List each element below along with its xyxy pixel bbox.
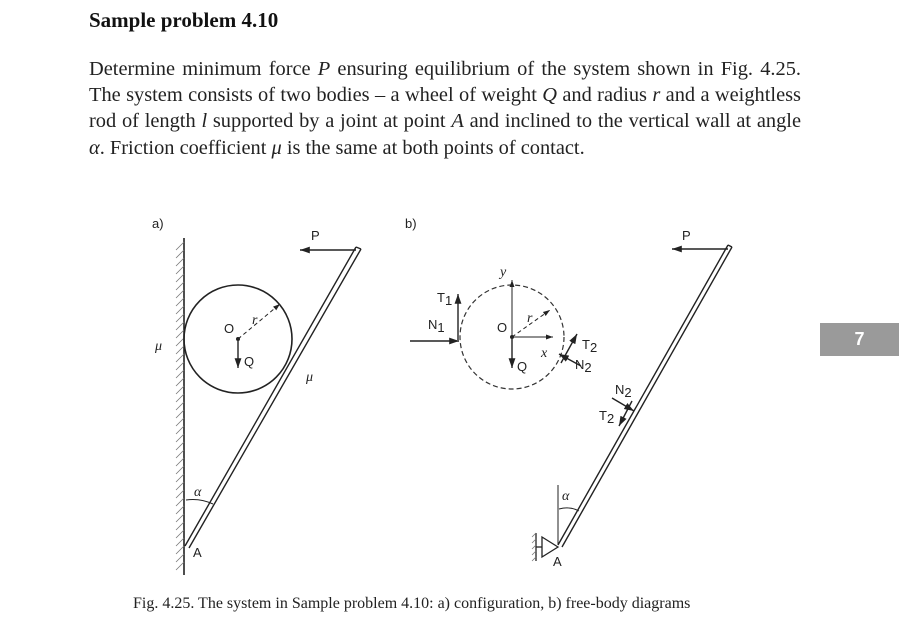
radius-label-b: r (527, 311, 533, 326)
n2-wheel-arrow (558, 353, 582, 367)
problem-statement: Determine minimum force P ensuring equil… (89, 58, 801, 159)
n2-rod-label: N2 (615, 382, 632, 400)
weight-label-a: Q (244, 354, 254, 369)
y-axis-label: y (498, 265, 507, 280)
t2-rod-arrow (618, 400, 633, 427)
pin-support (531, 532, 560, 562)
rod-a (184, 246, 362, 549)
t2-rod-label: T2 (599, 408, 614, 426)
x-axis-label: x (540, 346, 548, 361)
radius-b (511, 309, 551, 338)
panel-a-configuration: a) P O r Q μ μ α A (152, 216, 362, 575)
wheel-a (183, 284, 293, 394)
radius-label-a: r (252, 313, 258, 328)
t1-label: T1 (437, 290, 452, 308)
mu-rod-label: μ (305, 370, 313, 385)
t2-wheel-label: T2 (582, 337, 597, 355)
n2-wheel-label: N2 (575, 357, 592, 375)
figure-caption: Fig. 4.25. The system in Sample problem … (133, 595, 691, 612)
joint-label-a: A (193, 545, 202, 560)
angle-label-b: α (562, 489, 570, 504)
panel-b-label: b) (405, 216, 417, 231)
weight-label-b: Q (517, 359, 527, 374)
wall (175, 238, 185, 575)
panel-b-free-body: b) y x r Q O T1 N1 T2 N2 (405, 216, 733, 569)
angle-label-a: α (194, 485, 202, 500)
joint-label-b: A (553, 554, 562, 569)
angle-arc-a (185, 499, 214, 505)
force-p-label-b: P (682, 228, 691, 243)
angle-arc-b (558, 507, 580, 512)
chapter-tab: 7 (820, 323, 899, 356)
n1-label: N1 (428, 317, 445, 335)
radius-a (237, 303, 281, 340)
rod-b (557, 244, 733, 548)
problem-heading: Sample problem 4.10 (89, 8, 279, 32)
center-label-b: O (497, 320, 507, 335)
panel-a-label: a) (152, 216, 164, 231)
wall-hatching (175, 241, 185, 571)
force-p-label-a: P (311, 228, 320, 243)
n2-rod-arrow (611, 397, 635, 412)
mu-wall-label: μ (154, 339, 162, 354)
center-label-a: O (224, 321, 234, 336)
